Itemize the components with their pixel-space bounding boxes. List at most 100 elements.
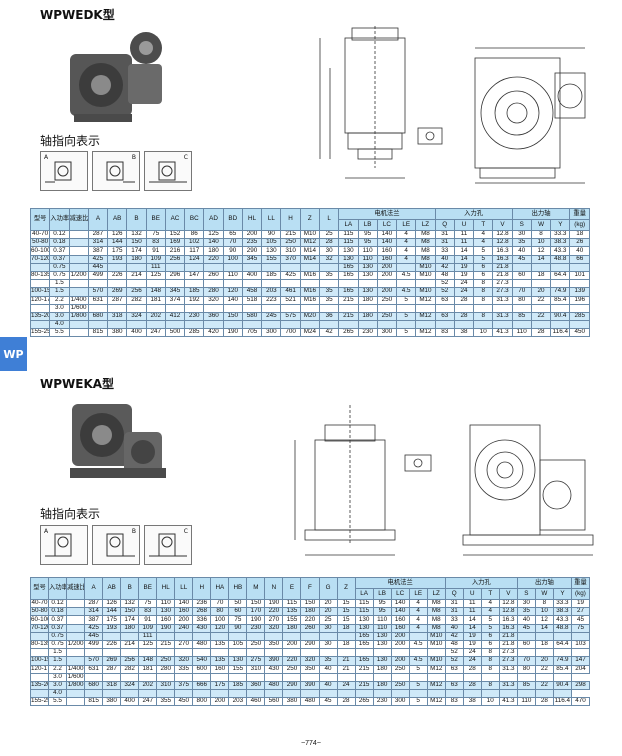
table-cell: 120	[210, 623, 230, 633]
table-cell: 4.5	[396, 287, 417, 297]
column-header: B	[126, 208, 147, 231]
table-cell: 130	[357, 262, 378, 272]
table-cell: 700	[280, 328, 301, 338]
table-cell	[408, 689, 428, 699]
table-cell: 12.8	[498, 607, 518, 617]
table-cell: 116.4	[552, 697, 572, 707]
table-cell	[222, 279, 243, 289]
table-cell: 160	[390, 623, 410, 633]
table-cell: 115	[354, 607, 374, 617]
table-cell	[66, 615, 86, 625]
table-cell	[203, 262, 224, 272]
table-cell: 300	[390, 697, 410, 707]
axis-direction-views-1: A B C	[40, 151, 192, 191]
table-cell: 130	[372, 656, 392, 666]
table-cell	[138, 689, 158, 699]
table-cell	[280, 279, 301, 289]
table-cell: 63	[444, 680, 464, 691]
column-subheader: (kg)	[570, 588, 591, 600]
table-cell: 74.9	[552, 656, 572, 666]
table-cell: 74.9	[550, 287, 571, 297]
table-cell: 265	[354, 697, 374, 707]
table-cell	[300, 689, 320, 699]
table-cell: M8	[415, 229, 436, 240]
table-cell: 275	[246, 656, 266, 666]
table-cell: 40	[434, 254, 455, 264]
table-cell: 250	[246, 639, 266, 650]
table-cell: 30	[318, 623, 338, 633]
table-cell: 125	[203, 229, 224, 240]
table-cell: M8	[426, 623, 446, 633]
table-cell	[444, 689, 464, 699]
table-cell	[480, 672, 500, 682]
table-cell	[29, 303, 51, 313]
table-cell: 287	[84, 598, 104, 609]
table-cell	[376, 303, 398, 313]
column-subheader: LC	[376, 219, 398, 231]
table-cell: 40	[569, 246, 590, 256]
column-header: AD	[203, 208, 224, 231]
table-cell	[498, 689, 518, 699]
column-header: 重量	[570, 577, 591, 589]
table-cell	[357, 279, 378, 289]
table-cell: 21.8	[492, 262, 513, 272]
table-cell: 10	[480, 697, 500, 707]
table-cell: 160	[156, 615, 176, 625]
table-cell: 115	[338, 238, 359, 248]
table-cell: 75	[570, 623, 591, 633]
table-cell: 83	[138, 607, 158, 617]
table-cell: M10	[415, 262, 436, 272]
table-cell: 5	[480, 615, 500, 625]
table-cell: 400	[120, 697, 140, 707]
table-cell: M24	[299, 328, 320, 338]
table-cell: 165	[354, 656, 374, 666]
table-cell: 287	[87, 229, 109, 240]
table-cell: 324	[126, 311, 147, 322]
axis-view-a-2: A	[40, 525, 88, 565]
column-subheader: LB	[372, 588, 392, 600]
table-cell: 85	[511, 311, 532, 322]
table-cell: 245	[261, 311, 282, 322]
table-cell: 152	[164, 229, 186, 240]
column-header: 出力轴	[516, 577, 572, 589]
table-cell: 95	[372, 607, 392, 617]
table-cell: 52	[444, 656, 464, 666]
table-cell: 200	[282, 639, 302, 650]
table-cell: 215	[156, 639, 176, 650]
table-cell: M14	[299, 254, 320, 264]
table-cell	[552, 648, 572, 658]
column-header: 入功率	[48, 577, 68, 600]
table-cell: 25	[318, 229, 340, 240]
table-cell: 155-250	[29, 697, 50, 707]
table-cell: 287	[102, 664, 122, 674]
table-cell	[492, 320, 513, 330]
table-cell	[68, 287, 89, 297]
table-cell: 180	[357, 295, 378, 305]
table-cell	[300, 648, 320, 658]
table-cell: 200	[174, 615, 194, 625]
table-cell: 480	[264, 680, 284, 691]
table-cell	[396, 262, 417, 272]
table-cell: M8	[426, 598, 446, 609]
side-tab-wp: WP	[0, 337, 27, 371]
table-cell	[68, 229, 89, 240]
column-header: 电机法兰	[354, 577, 446, 589]
table-cell: 12	[534, 615, 554, 625]
table-cell: M16	[299, 270, 320, 281]
table-cell: 815	[84, 697, 104, 707]
axis-view-c-2: C	[144, 525, 192, 565]
table-cell	[107, 303, 128, 313]
table-cell	[241, 262, 263, 272]
table-cell: 2.2	[48, 664, 68, 674]
table-cell	[357, 303, 378, 313]
table-cell: 50-80	[29, 238, 51, 248]
table-cell: 65	[222, 229, 243, 240]
table-cell	[492, 303, 513, 313]
table-cell: 5	[396, 295, 417, 305]
table-cell: 28	[336, 697, 356, 707]
table-cell	[203, 303, 224, 313]
table-cell	[66, 598, 86, 609]
table-row: 100-1551.5570269256148345185280120458203…	[29, 287, 590, 297]
table-cell: 40	[511, 246, 532, 256]
table-cell	[552, 689, 572, 699]
